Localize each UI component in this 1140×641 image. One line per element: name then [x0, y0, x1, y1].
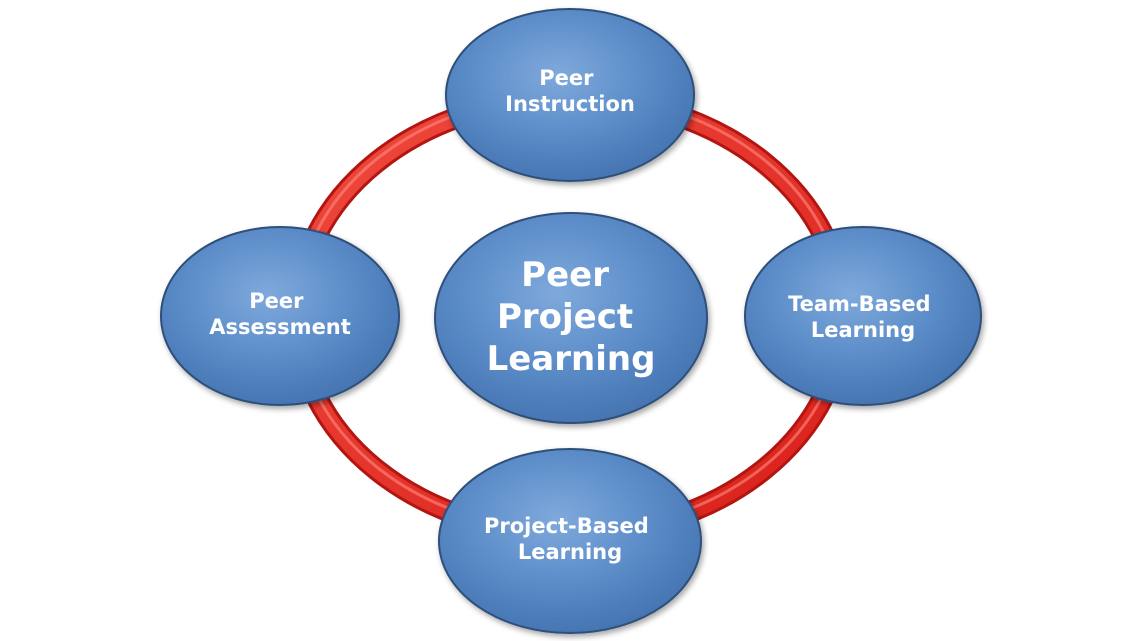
team-based-line-2: Learning: [811, 318, 915, 342]
center-node: Peer Project Learning: [434, 212, 708, 424]
team-based-line-1: Team-Based: [788, 292, 931, 316]
center-label-line-3: Learning: [487, 339, 656, 379]
center-node-label: Peer Project Learning: [487, 255, 656, 379]
project-based-line-2: Learning: [518, 540, 622, 564]
peer-assessment-label: Peer Assessment: [209, 289, 351, 339]
peer-assessment-line-1: Peer: [249, 289, 304, 313]
node-peer-instruction: Peer Instruction: [445, 8, 695, 182]
peer-instruction-line-1: Peer: [539, 66, 594, 90]
center-label-line-1: Peer: [521, 255, 609, 295]
peer-instruction-label: Peer Instruction: [505, 66, 635, 116]
project-based-line-1: Project-Based: [484, 514, 649, 538]
node-team-based-learning: Team-Based Learning: [744, 226, 982, 406]
peer-assessment-line-2: Assessment: [209, 315, 351, 339]
node-peer-assessment: Peer Assessment: [160, 226, 400, 406]
center-label-line-2: Project: [497, 297, 633, 337]
node-project-based-learning: Project-Based Learning: [438, 448, 702, 634]
peer-instruction-line-2: Instruction: [505, 92, 635, 116]
team-based-learning-label: Team-Based Learning: [788, 292, 938, 342]
project-based-learning-label: Project-Based Learning: [484, 514, 656, 564]
